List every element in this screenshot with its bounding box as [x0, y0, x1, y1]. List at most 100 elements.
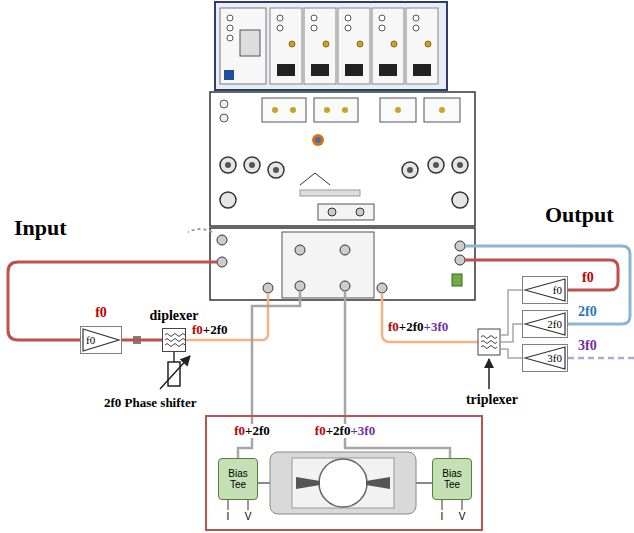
port-dot — [227, 25, 233, 31]
signal-term: +2f0 — [326, 423, 351, 438]
filter-wave — [481, 346, 497, 349]
probe-wire — [416, 482, 432, 484]
signal-term: f0 — [192, 322, 203, 337]
signal-term: f0 — [388, 319, 399, 334]
module-connector — [345, 64, 363, 76]
rf-connector — [428, 157, 444, 173]
rf-connector-line — [122, 339, 162, 342]
instrument-panel — [210, 228, 475, 300]
signal-term: f0 — [315, 423, 326, 438]
node-label: Bias Tee — [219, 466, 257, 493]
output-cable — [568, 357, 634, 360]
amplifier-box: 2f0 — [522, 310, 568, 338]
port-group — [380, 98, 416, 122]
filter-wire — [500, 324, 522, 342]
sma-port — [290, 107, 296, 113]
port-dot — [277, 15, 283, 21]
filter-wave — [481, 341, 497, 344]
signal-label: f0+2f0+3f0 — [313, 424, 377, 438]
port-dot — [227, 15, 233, 21]
port-group — [318, 204, 374, 220]
rf-connector — [220, 157, 236, 173]
rf-connector-pin — [249, 162, 255, 168]
port-group — [314, 98, 358, 122]
sma-port — [391, 41, 397, 47]
panel-port — [377, 283, 387, 293]
sma-port — [439, 107, 445, 113]
sma-port — [272, 107, 278, 113]
port-group — [262, 98, 306, 122]
pin-name: I — [227, 511, 230, 522]
port-dot — [345, 25, 351, 31]
filter-wire — [500, 349, 522, 358]
product-logo — [300, 173, 330, 185]
controller-module — [220, 8, 266, 84]
amplifier-triangle — [83, 329, 119, 351]
connector-block — [240, 30, 260, 56]
rf-probe — [366, 477, 390, 489]
sma-port — [342, 107, 348, 113]
panel-port — [295, 245, 305, 255]
power-button — [224, 70, 234, 80]
dut-frame — [206, 416, 482, 530]
rf-cable — [382, 293, 478, 342]
signal-term: +3f0 — [424, 319, 449, 334]
wafer — [319, 459, 367, 507]
signal-term: +2f0 — [203, 322, 228, 337]
rf-connector-pin — [433, 162, 439, 168]
module-connector — [379, 64, 397, 76]
slot-module — [270, 8, 302, 84]
vendor-logo — [312, 134, 324, 146]
signal-label: f0 — [582, 270, 594, 285]
rf-connector-pin — [407, 167, 413, 173]
sma-port — [323, 41, 329, 47]
port-dot — [311, 25, 317, 31]
signal-label: f0+2f0 — [232, 424, 272, 438]
sma-port — [357, 41, 363, 47]
pin-name: V — [459, 511, 466, 522]
rf-connector-pin — [273, 167, 279, 173]
variable-arrow — [160, 356, 190, 389]
signal-label: 2f0 — [578, 304, 597, 319]
panel-port — [340, 245, 350, 255]
panel-port — [263, 283, 273, 293]
sma-port — [395, 107, 401, 113]
power-switch — [452, 274, 462, 286]
rf-connector — [244, 157, 260, 173]
panel-port — [220, 100, 228, 108]
rf-connector — [220, 192, 236, 208]
node-label: f0 — [86, 335, 95, 346]
diplexer-filter: diplexer — [162, 328, 186, 352]
port-dot — [413, 15, 419, 21]
rf-probe — [296, 477, 320, 489]
port-dot — [413, 25, 419, 31]
probe-stage — [292, 458, 394, 508]
panel-port — [217, 257, 227, 267]
stub-wire — [173, 352, 175, 362]
signal-label: 2f0 Phase shifter — [104, 396, 196, 410]
panel-port — [455, 255, 465, 265]
port-dot — [227, 35, 233, 41]
port-dot — [379, 15, 385, 21]
rf-connector-pin — [225, 162, 231, 168]
port-group — [424, 98, 460, 122]
panel-port — [220, 114, 228, 122]
sma-port — [289, 41, 295, 47]
amplifier-triangle — [525, 279, 565, 301]
signal-label: 3f0 — [578, 338, 597, 353]
sma-port — [425, 41, 431, 47]
port-dot — [277, 25, 283, 31]
filter-wire — [500, 290, 522, 335]
module-connector — [311, 64, 329, 76]
rf-cable — [238, 291, 300, 458]
port-group — [282, 232, 374, 298]
product-logo — [300, 190, 360, 196]
bias-tee-box: Bias Tee — [432, 458, 472, 500]
dashed-cable — [188, 229, 212, 232]
probe-wire — [258, 482, 270, 484]
signal-label: Output — [545, 203, 613, 227]
rf-connector — [268, 162, 284, 178]
filter-symbol — [163, 329, 185, 351]
